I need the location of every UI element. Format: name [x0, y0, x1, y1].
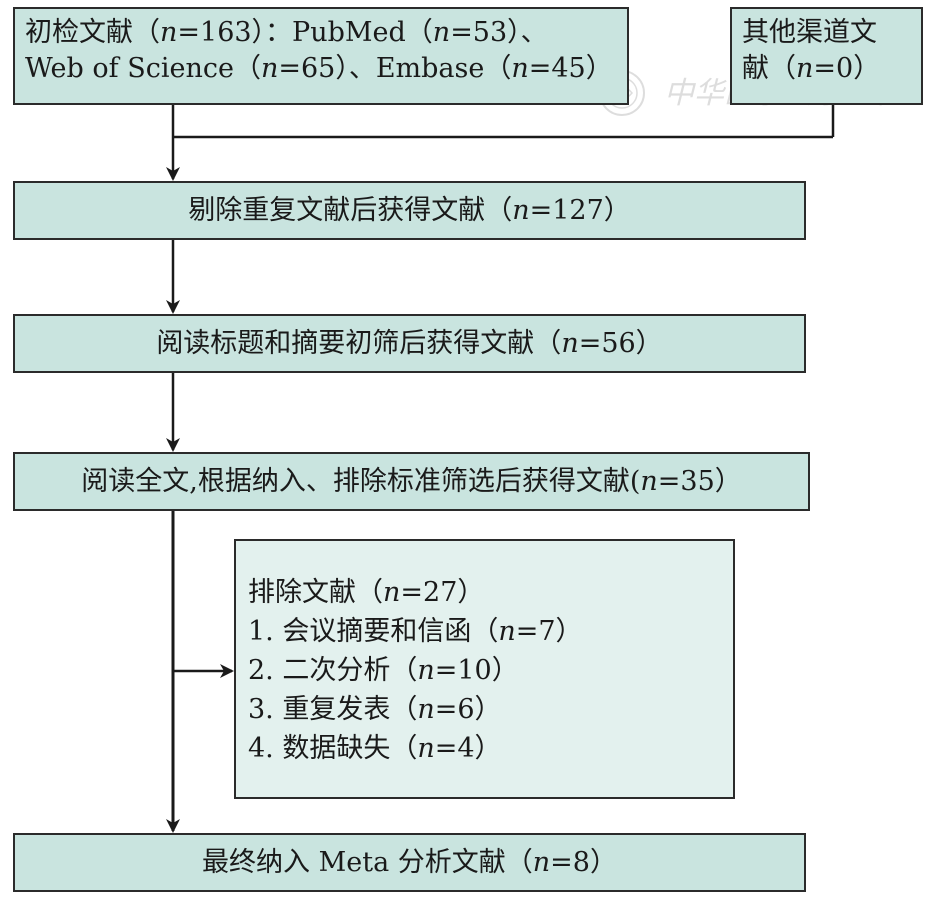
final-included-text: 最终纳入 Meta 分析文献（n=8）	[202, 846, 617, 878]
title-abstract-box: 阅读标题和摘要初筛后获得文献（n=56）	[13, 314, 806, 373]
excluded-box: 排除文献（n=27） 1. 会议摘要和信函（n=7） 2. 二次分析（n=10）…	[234, 539, 735, 799]
excluded-item: 4. 数据缺失（n=4）	[248, 733, 502, 764]
final-included-box: 最终纳入 Meta 分析文献（n=8）	[13, 833, 806, 892]
other-sources-line2: 献（n=0）	[742, 53, 881, 84]
excluded-item: 1. 会议摘要和信函（n=7）	[248, 616, 583, 647]
initial-search-box: 初检文献（n=163）：PubMed（n=53）、 Web of Science…	[13, 7, 629, 105]
excluded-item: 2. 二次分析（n=10）	[248, 655, 519, 686]
other-sources-box: 其他渠道文 献（n=0）	[730, 7, 923, 105]
excluded-heading: 排除文献（n=27）	[248, 577, 485, 608]
initial-search-line2: Web of Science（n=65）、Embase（n=45）	[25, 53, 613, 84]
title-abstract-text: 阅读标题和摘要初筛后获得文献（n=56）	[156, 327, 663, 359]
after-dedup-text: 剔除重复文献后获得文献（n=127）	[188, 194, 631, 226]
excluded-item: 3. 重复发表（n=6）	[248, 694, 502, 725]
initial-search-line1: 初检文献（n=163）：PubMed（n=53）、	[25, 17, 548, 48]
full-text-box: 阅读全文,根据纳入、排除标准筛选后获得文献(n=35）	[13, 452, 810, 511]
full-text-text: 阅读全文,根据纳入、排除标准筛选后获得文献(n=35）	[81, 465, 742, 497]
other-sources-line1: 其他渠道文	[742, 17, 877, 48]
after-dedup-box: 剔除重复文献后获得文献（n=127）	[13, 181, 806, 240]
